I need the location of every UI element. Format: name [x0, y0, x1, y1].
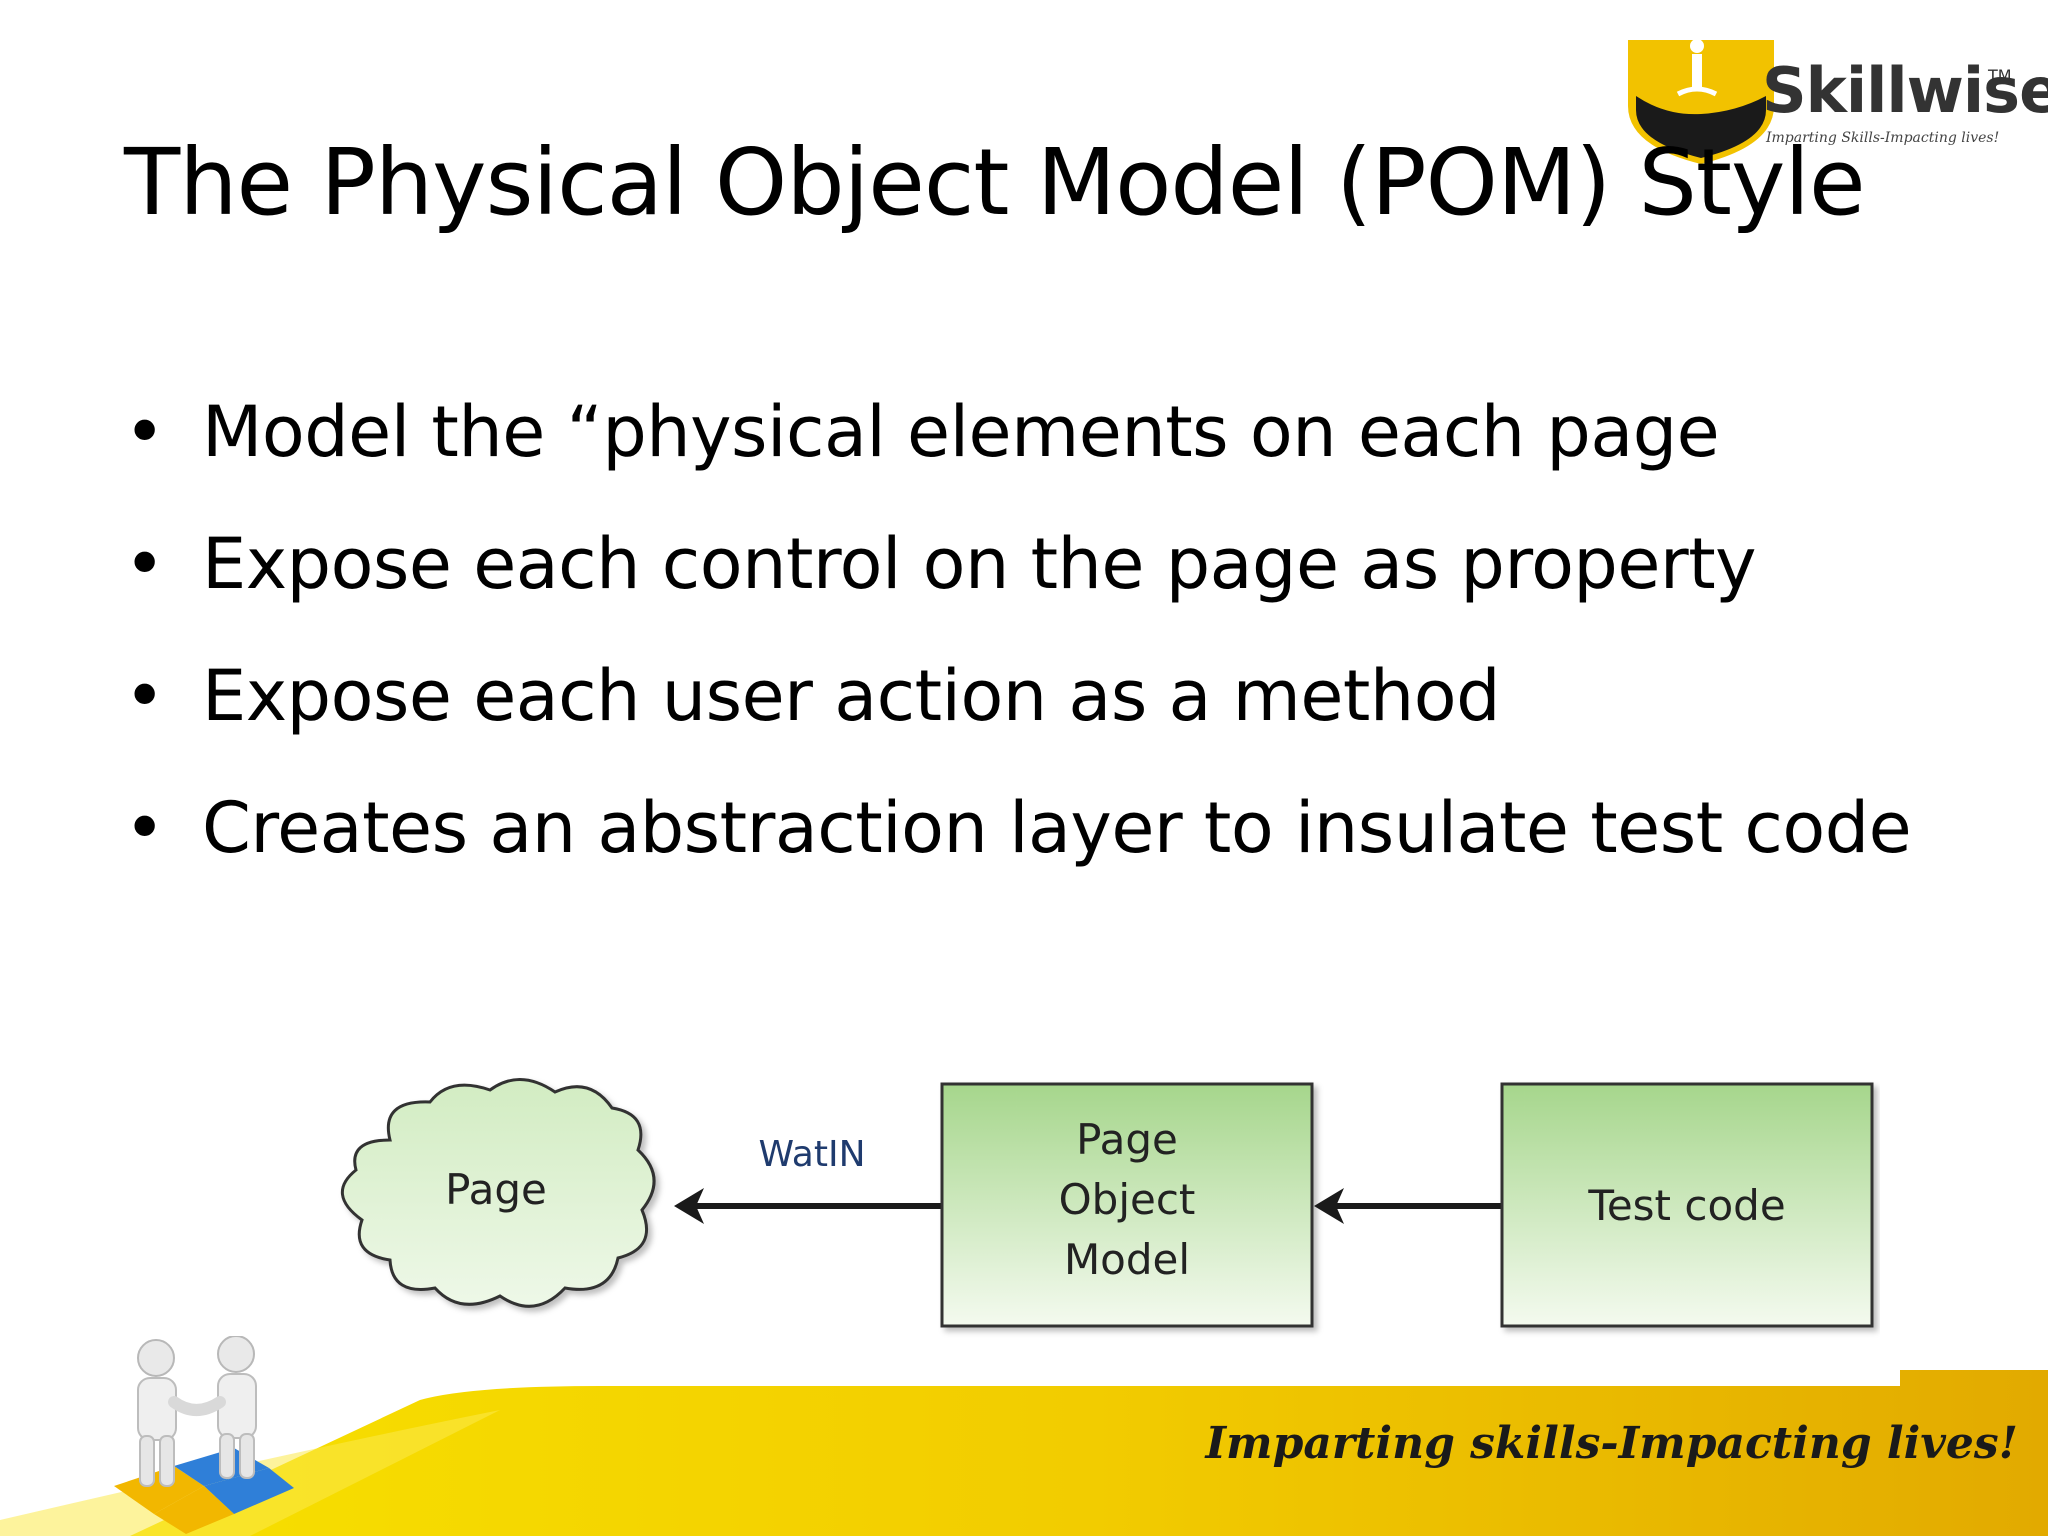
shield-icon	[1628, 39, 1774, 164]
pom-diagram-svg: Page WatIN Page Object Model Test code	[340, 1078, 1874, 1328]
logo-brand: Skillwise	[1762, 54, 2048, 127]
footer-tagline: Imparting skills-Impacting lives!	[1205, 1418, 2018, 1469]
bullet-item: • Expose each control on the page as prop…	[124, 510, 1924, 618]
pom-diagram: Page WatIN Page Object Model Test code	[320, 1070, 1880, 1350]
bullet-item: • Creates an abstraction layer to insulat…	[124, 774, 1924, 882]
bullet-text: Expose each user action as a method	[202, 655, 1501, 737]
page-cloud	[340, 1078, 656, 1308]
pom-label-line-2: Object	[1059, 1175, 1196, 1224]
edge-label-watin: WatIN	[758, 1134, 865, 1175]
arrow-head-pom	[1314, 1188, 1344, 1224]
bullet-item: • Expose each user action as a method	[124, 642, 1924, 750]
handshake-puzzle-icon	[114, 1336, 294, 1534]
arrow-head-page	[674, 1188, 704, 1224]
page-object-model-box	[940, 1082, 1314, 1328]
bullet-text: Model the “physical elements on each pag…	[202, 391, 1720, 473]
bullet-dot: •	[124, 391, 165, 473]
bullet-text: Expose each control on the page as prope…	[202, 523, 1757, 605]
pom-label-line-3: Model	[1064, 1235, 1190, 1284]
pom-label-line-1: Page	[1076, 1115, 1178, 1164]
bullet-list: • Model the “physical elements on each pa…	[124, 378, 1924, 906]
slide-title: The Physical Object Model (POM) Style	[124, 129, 1866, 236]
test-code-box	[1500, 1082, 1874, 1328]
logo-tagline: Imparting Skills-Impacting lives!	[1766, 130, 2000, 146]
page-cloud-label: Page	[445, 1165, 547, 1214]
logo-trademark: TM	[1988, 66, 2012, 85]
skillwise-logo: Skillwise TM Imparting Skills-Impacting …	[1626, 36, 2048, 166]
bullet-item: • Model the “physical elements on each pa…	[124, 378, 1924, 486]
bullet-text: Creates an abstraction layer to insulate…	[202, 787, 1912, 869]
test-code-label: Test code	[1587, 1181, 1785, 1230]
bullet-dot: •	[124, 655, 165, 737]
bullet-dot: •	[124, 523, 165, 605]
bullet-dot: •	[124, 787, 165, 869]
